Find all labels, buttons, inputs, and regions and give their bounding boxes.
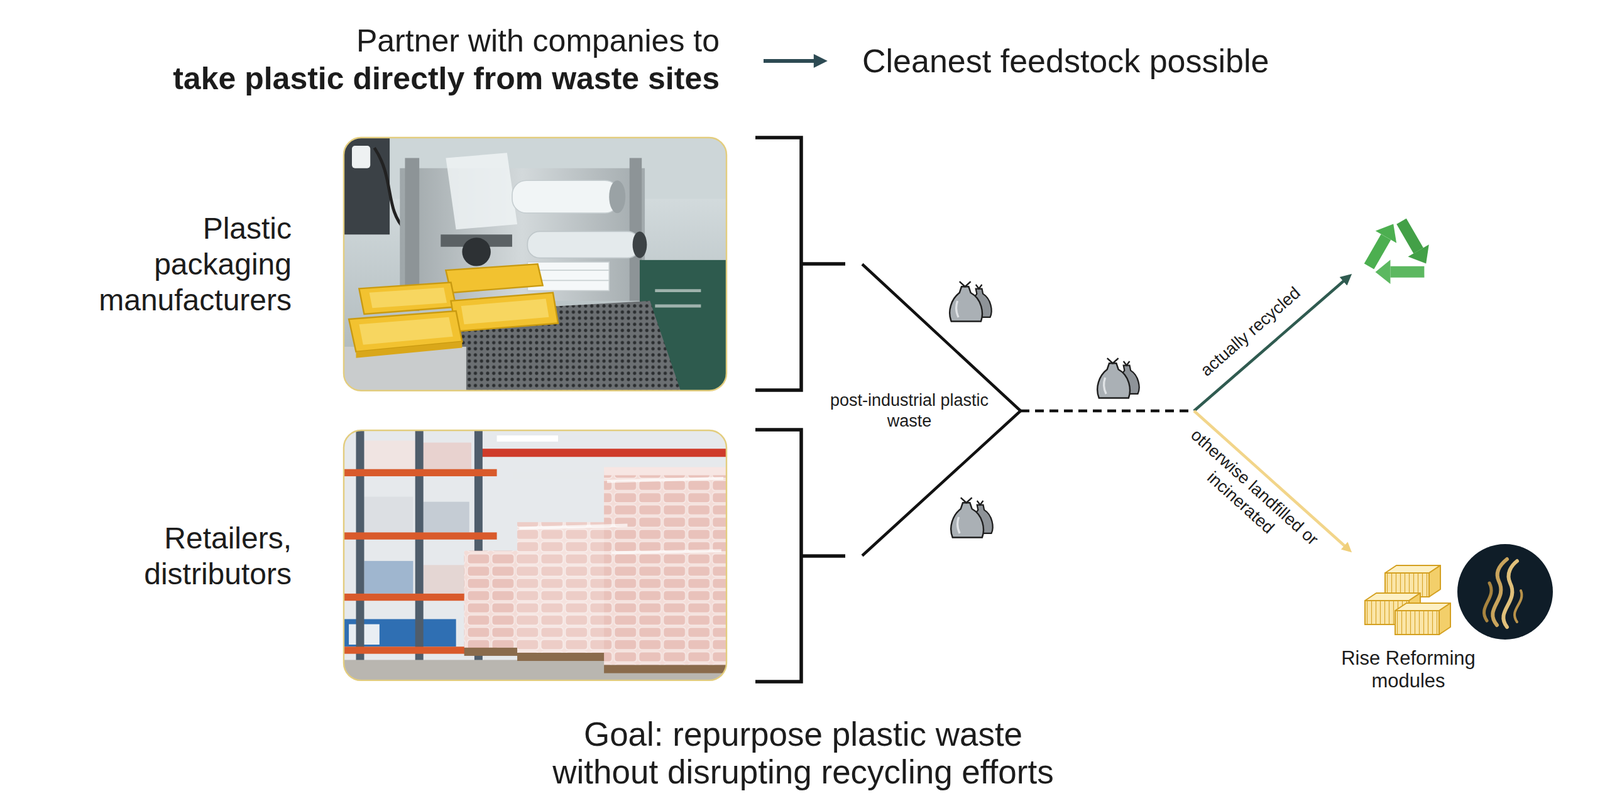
- recycle-icon: [1375, 223, 1397, 243]
- factory-photo: [461, 237, 491, 266]
- warehouse-photo: [476, 448, 727, 457]
- recycle-icon: [1387, 221, 1438, 267]
- warehouse-photo: [415, 430, 424, 681]
- factory-photo: [343, 137, 727, 391]
- container-icon: [1364, 565, 1451, 635]
- edge-label: otherwise landfilled or incinerated: [1163, 416, 1332, 574]
- warehouse-photo: [343, 430, 727, 681]
- statement-text: Cleanest feedstock possible: [862, 42, 1270, 80]
- waste-bag-icon: [950, 497, 993, 538]
- warehouse-photo: [363, 497, 413, 533]
- warehouse-photo: [363, 440, 415, 469]
- waste-bag-icon: [1097, 358, 1139, 398]
- stream-label: post-industrial plastic waste: [816, 390, 1002, 432]
- recycle-icon: [1369, 221, 1439, 293]
- source-label: Plastic packaging manufacturers: [81, 210, 292, 318]
- factory-photo: [369, 287, 447, 308]
- connector: [763, 60, 820, 62]
- factory-photo: [445, 152, 518, 230]
- company-logo: [1457, 544, 1553, 640]
- warehouse-photo: [363, 561, 413, 594]
- factory-photo: [358, 317, 453, 346]
- factory-photo: [343, 137, 727, 391]
- warehouse-photo: [519, 478, 724, 554]
- factory-photo: [527, 231, 640, 258]
- source-label: Retailers, distributors: [81, 520, 292, 592]
- label-holder: actually recycled: [1196, 282, 1305, 381]
- warehouse-photo: [603, 665, 727, 674]
- module-label: Rise Reforming modules: [1336, 647, 1481, 693]
- factory-photo: [399, 168, 645, 302]
- caption-text: Goal: repurpose plastic waste without di…: [539, 715, 1068, 792]
- factory-photo: [632, 231, 648, 258]
- factory-photo: [512, 180, 620, 214]
- factory-photo: [451, 292, 559, 332]
- factory-photo: [343, 137, 727, 391]
- merge-point: post-industrial plastic waste: [816, 390, 1021, 432]
- factory-photo: [358, 282, 456, 315]
- warehouse-photo: [423, 564, 470, 594]
- recycle-icon: [1390, 257, 1425, 287]
- bracket: [755, 137, 846, 391]
- bracket: [755, 429, 846, 682]
- outcome-statement: Cleanest feedstock possible: [828, 42, 1270, 80]
- factory-photo: [608, 180, 626, 214]
- source-group: Plastic packaging manufacturers: [62, 137, 863, 391]
- factory-photo: [343, 137, 727, 391]
- company-logo: [1514, 590, 1522, 623]
- warehouse-photo: [343, 469, 498, 477]
- company-logo: [1484, 583, 1492, 621]
- flow-label: actually recycled: [1196, 282, 1305, 381]
- factory-photo: [355, 341, 462, 359]
- statement-text: Partner with companies to take plastic d…: [166, 21, 720, 98]
- factory-photo: [343, 137, 390, 235]
- warehouse-photo: [343, 430, 727, 681]
- connector-line: [763, 59, 820, 63]
- factory-photo: [461, 299, 550, 325]
- container-icon: [1385, 565, 1441, 598]
- container-icon: [1395, 603, 1451, 635]
- lead-statement: Partner with companies to take plastic d…: [166, 21, 764, 98]
- warehouse-photo: [603, 466, 727, 476]
- recycle-icon: [1373, 248, 1425, 294]
- warehouse-photo: [343, 532, 498, 540]
- warehouse-photo: [497, 435, 559, 442]
- recycle-icon: [1393, 221, 1428, 251]
- warehouse-photo: [603, 471, 727, 666]
- recycle-icon: [1407, 238, 1435, 267]
- edge-label-holder: otherwise landfilled or incinerated: [1163, 416, 1332, 574]
- warehouse-photo: [423, 502, 470, 533]
- factory-photo: [351, 145, 371, 169]
- recycle-arrow: [1194, 278, 1347, 411]
- warehouse-photo: [355, 430, 364, 681]
- connector-line: [1020, 409, 1195, 413]
- connector-line: [862, 264, 1021, 412]
- factory-photo: [654, 290, 701, 307]
- company-logo: [1457, 544, 1553, 640]
- recycle-icon: [1369, 223, 1398, 267]
- warehouse-photo: [343, 430, 727, 681]
- warehouse-photo: [343, 430, 727, 681]
- source-group: Retailers, distributors: [62, 429, 863, 682]
- connector-line: [862, 410, 1021, 557]
- warehouse-photo: [420, 442, 472, 469]
- recycle-icon: [1373, 260, 1401, 288]
- caption-holder: Goal: repurpose plastic waste without di…: [539, 715, 1068, 792]
- recycle-icon: [1369, 236, 1387, 267]
- factory-photo: [445, 263, 543, 293]
- connector: [862, 264, 1021, 412]
- waste-bag-icon: [949, 281, 992, 322]
- connector: [862, 410, 1021, 557]
- module-node: Rise Reforming modules: [1336, 553, 1481, 693]
